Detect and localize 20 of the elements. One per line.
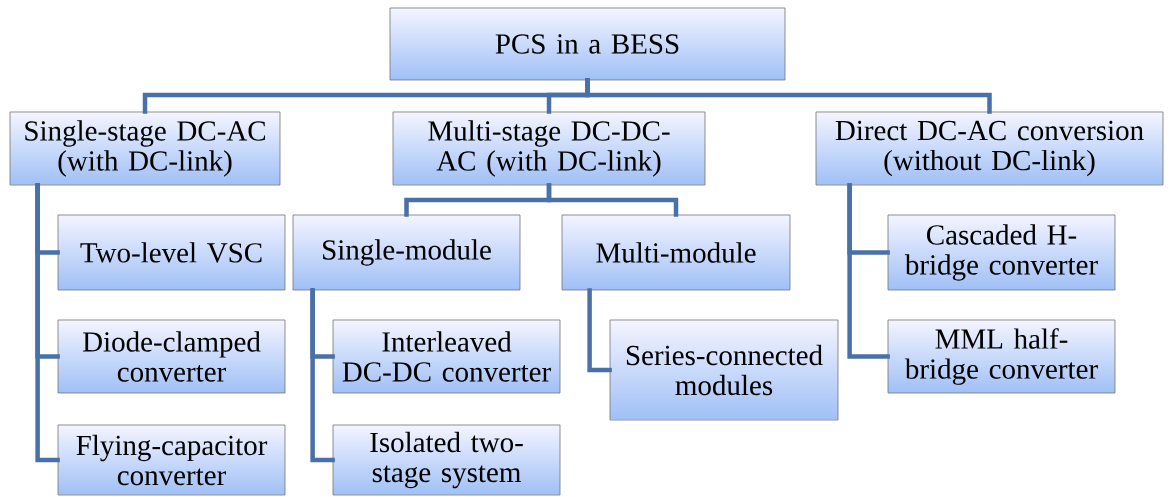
category-box: Multi-module bbox=[561, 214, 791, 291]
category-box: Single-module bbox=[292, 214, 521, 291]
connector-line bbox=[546, 183, 679, 217]
category-box: Series-connected modules bbox=[609, 319, 839, 421]
connector-line bbox=[587, 288, 612, 373]
category-box: Interleaved DC-DC converter bbox=[332, 319, 561, 394]
connector-line bbox=[310, 288, 335, 463]
category-box: Single-stage DC-AC (with DC-link) bbox=[9, 111, 281, 186]
category-box: Cascaded H-bridge converter bbox=[887, 214, 1116, 291]
category-box: Isolated two-stage system bbox=[332, 424, 561, 496]
connector-line bbox=[847, 183, 890, 359]
category-box: Two-level VSC bbox=[57, 214, 286, 291]
connector-line bbox=[585, 78, 992, 114]
category-box: MML half-bridge converter bbox=[887, 319, 1116, 394]
category-box: PCS in a BESS bbox=[389, 7, 786, 81]
category-box: Diode-clamped converter bbox=[57, 319, 286, 394]
category-box: Direct DC-AC conversion (without DC-link) bbox=[815, 111, 1164, 186]
connector-line bbox=[35, 183, 60, 463]
category-box: Flying-capacitor converter bbox=[57, 424, 286, 496]
category-box: Multi-stage DC-DC-AC (with DC-link) bbox=[392, 111, 706, 186]
